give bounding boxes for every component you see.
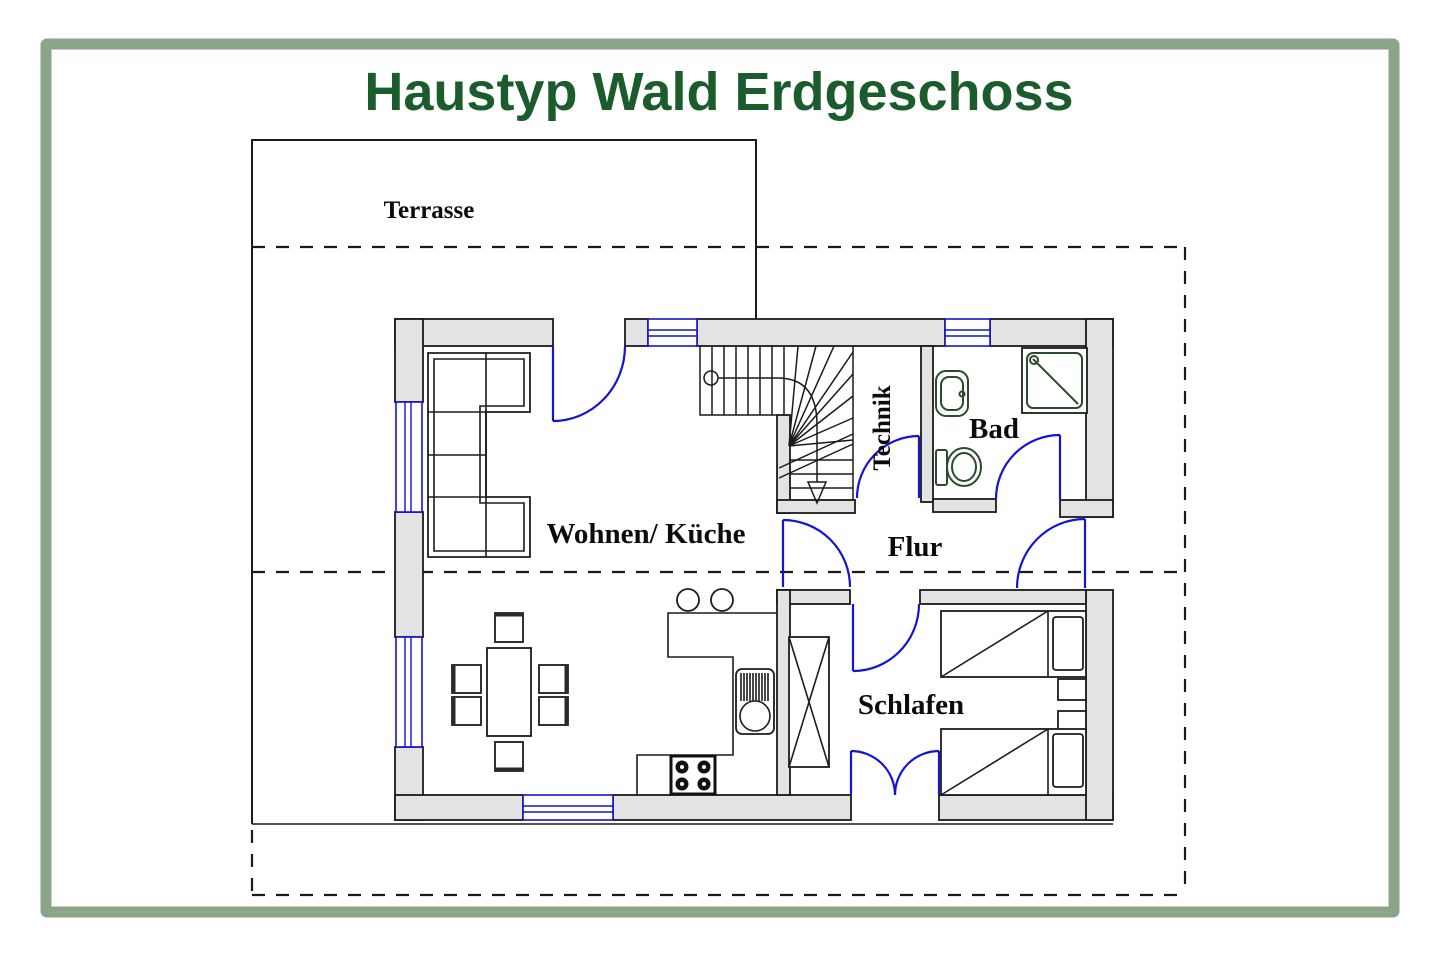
bed-1 — [940, 610, 1087, 678]
stool — [710, 588, 734, 612]
stair-direction-arrow — [806, 481, 828, 505]
exterior-walls — [394, 318, 1114, 821]
sofa — [427, 352, 531, 558]
label-bath: Bad — [969, 413, 1019, 445]
pillow — [1052, 733, 1084, 788]
pillow — [1052, 616, 1084, 671]
chair — [538, 696, 569, 726]
terrace-outline — [251, 139, 1113, 825]
window-south — [522, 794, 614, 821]
kitchen-sink — [735, 668, 775, 735]
dining-set — [451, 612, 569, 772]
door-bath — [994, 433, 1062, 500]
staircase — [699, 345, 854, 505]
door-bedroom-french — [849, 749, 941, 796]
dining-table — [486, 647, 532, 737]
page-border-frame — [40, 38, 1400, 918]
chair — [494, 741, 524, 772]
door-tech — [855, 434, 921, 499]
chair — [494, 612, 524, 643]
door-bedroom — [851, 603, 921, 673]
kitchen-counter — [636, 612, 777, 795]
window-west-2 — [395, 636, 423, 748]
label-terrace: Terrasse — [384, 197, 475, 224]
toilet — [935, 447, 982, 487]
bed-2 — [940, 728, 1087, 796]
label-sleep: Schlafen — [858, 689, 964, 721]
window-north-1 — [647, 318, 698, 347]
shower — [1021, 347, 1088, 414]
interior-walls — [776, 345, 1114, 796]
doors — [551, 345, 1087, 796]
nightstand — [1057, 678, 1087, 701]
stove — [669, 754, 717, 796]
door-terrace-entry — [551, 345, 627, 423]
window-north-bath — [944, 318, 991, 347]
door-living-hall — [781, 518, 852, 588]
bathroom-fixtures — [935, 347, 1088, 487]
label-living: Wohnen/ Küche — [546, 518, 745, 550]
stool — [676, 588, 700, 612]
page-title: Haustyp Wald Erdgeschoss — [364, 62, 1073, 122]
chair — [451, 696, 482, 726]
label-hall: Flur — [888, 531, 943, 563]
shower-head-icon — [1029, 355, 1039, 365]
window-west-1 — [395, 401, 423, 513]
washbasin — [935, 370, 969, 417]
door-main-east — [1015, 517, 1087, 589]
chair — [451, 664, 482, 694]
chair — [538, 664, 569, 694]
stair-walkline-start — [703, 370, 719, 386]
kitchen — [636, 588, 777, 796]
windows — [395, 318, 991, 821]
wardrobe — [788, 636, 830, 768]
label-tech: Technik — [869, 385, 896, 470]
